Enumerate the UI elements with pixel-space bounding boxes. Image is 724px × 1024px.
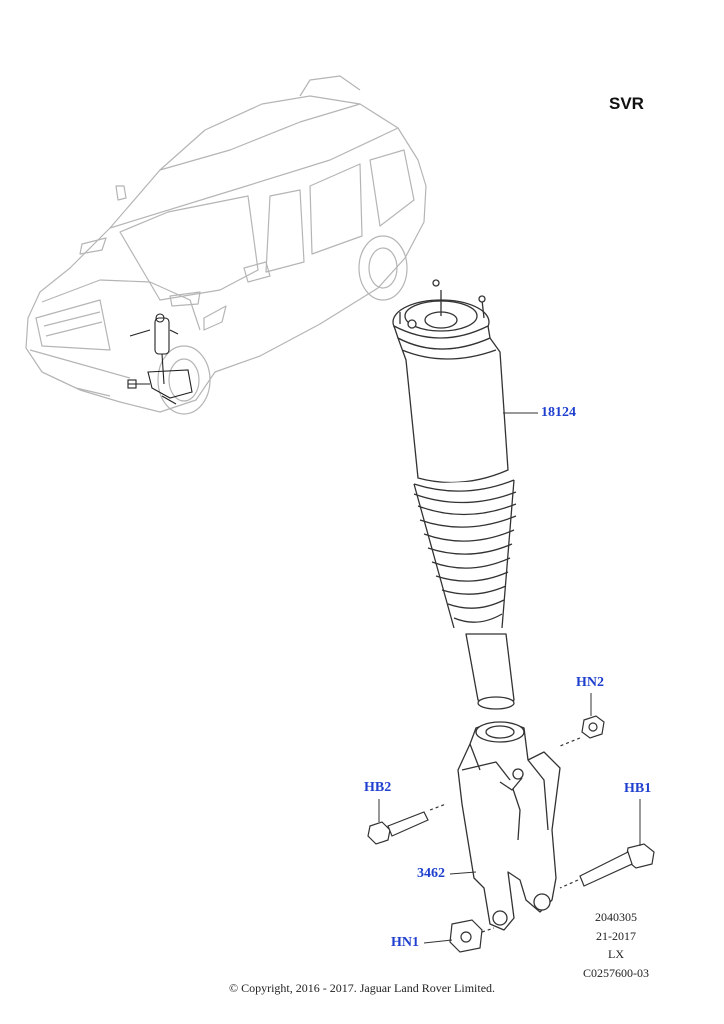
callout-hb2[interactable]: HB2 (364, 780, 392, 795)
reference-line-2: 21-2017 (596, 928, 636, 943)
variant-label: SVR (609, 94, 644, 113)
leader-lines (378, 412, 641, 944)
lower-nut[interactable] (449, 919, 495, 953)
upper-bolt[interactable] (367, 803, 447, 845)
reference-line-3: LX (608, 947, 624, 961)
callout-hn1[interactable]: HN1 (391, 935, 419, 950)
callout-hn2[interactable]: HN2 (576, 675, 604, 690)
lower-bolt[interactable] (559, 843, 655, 889)
steering-knuckle[interactable] (457, 721, 561, 931)
reference-line-4: C0257600-03 (583, 965, 649, 980)
reference-line-1: 2040305 (595, 910, 637, 924)
vehicle-illustration (25, 75, 427, 415)
air-strut-assembly[interactable] (392, 279, 517, 710)
copyright-notice: © Copyright, 2016 - 2017. Jaguar Land Ro… (228, 981, 496, 995)
upper-nut[interactable] (559, 715, 605, 747)
callout-hb1[interactable]: HB1 (624, 781, 652, 796)
vehicle-strut-location-highlight (127, 313, 193, 405)
callout-18124[interactable]: 18124 (541, 405, 576, 420)
callout-3462[interactable]: 3462 (417, 866, 445, 881)
diagram-reference-block: 2040305 21-2017 LX C0257600-03 (576, 908, 656, 982)
